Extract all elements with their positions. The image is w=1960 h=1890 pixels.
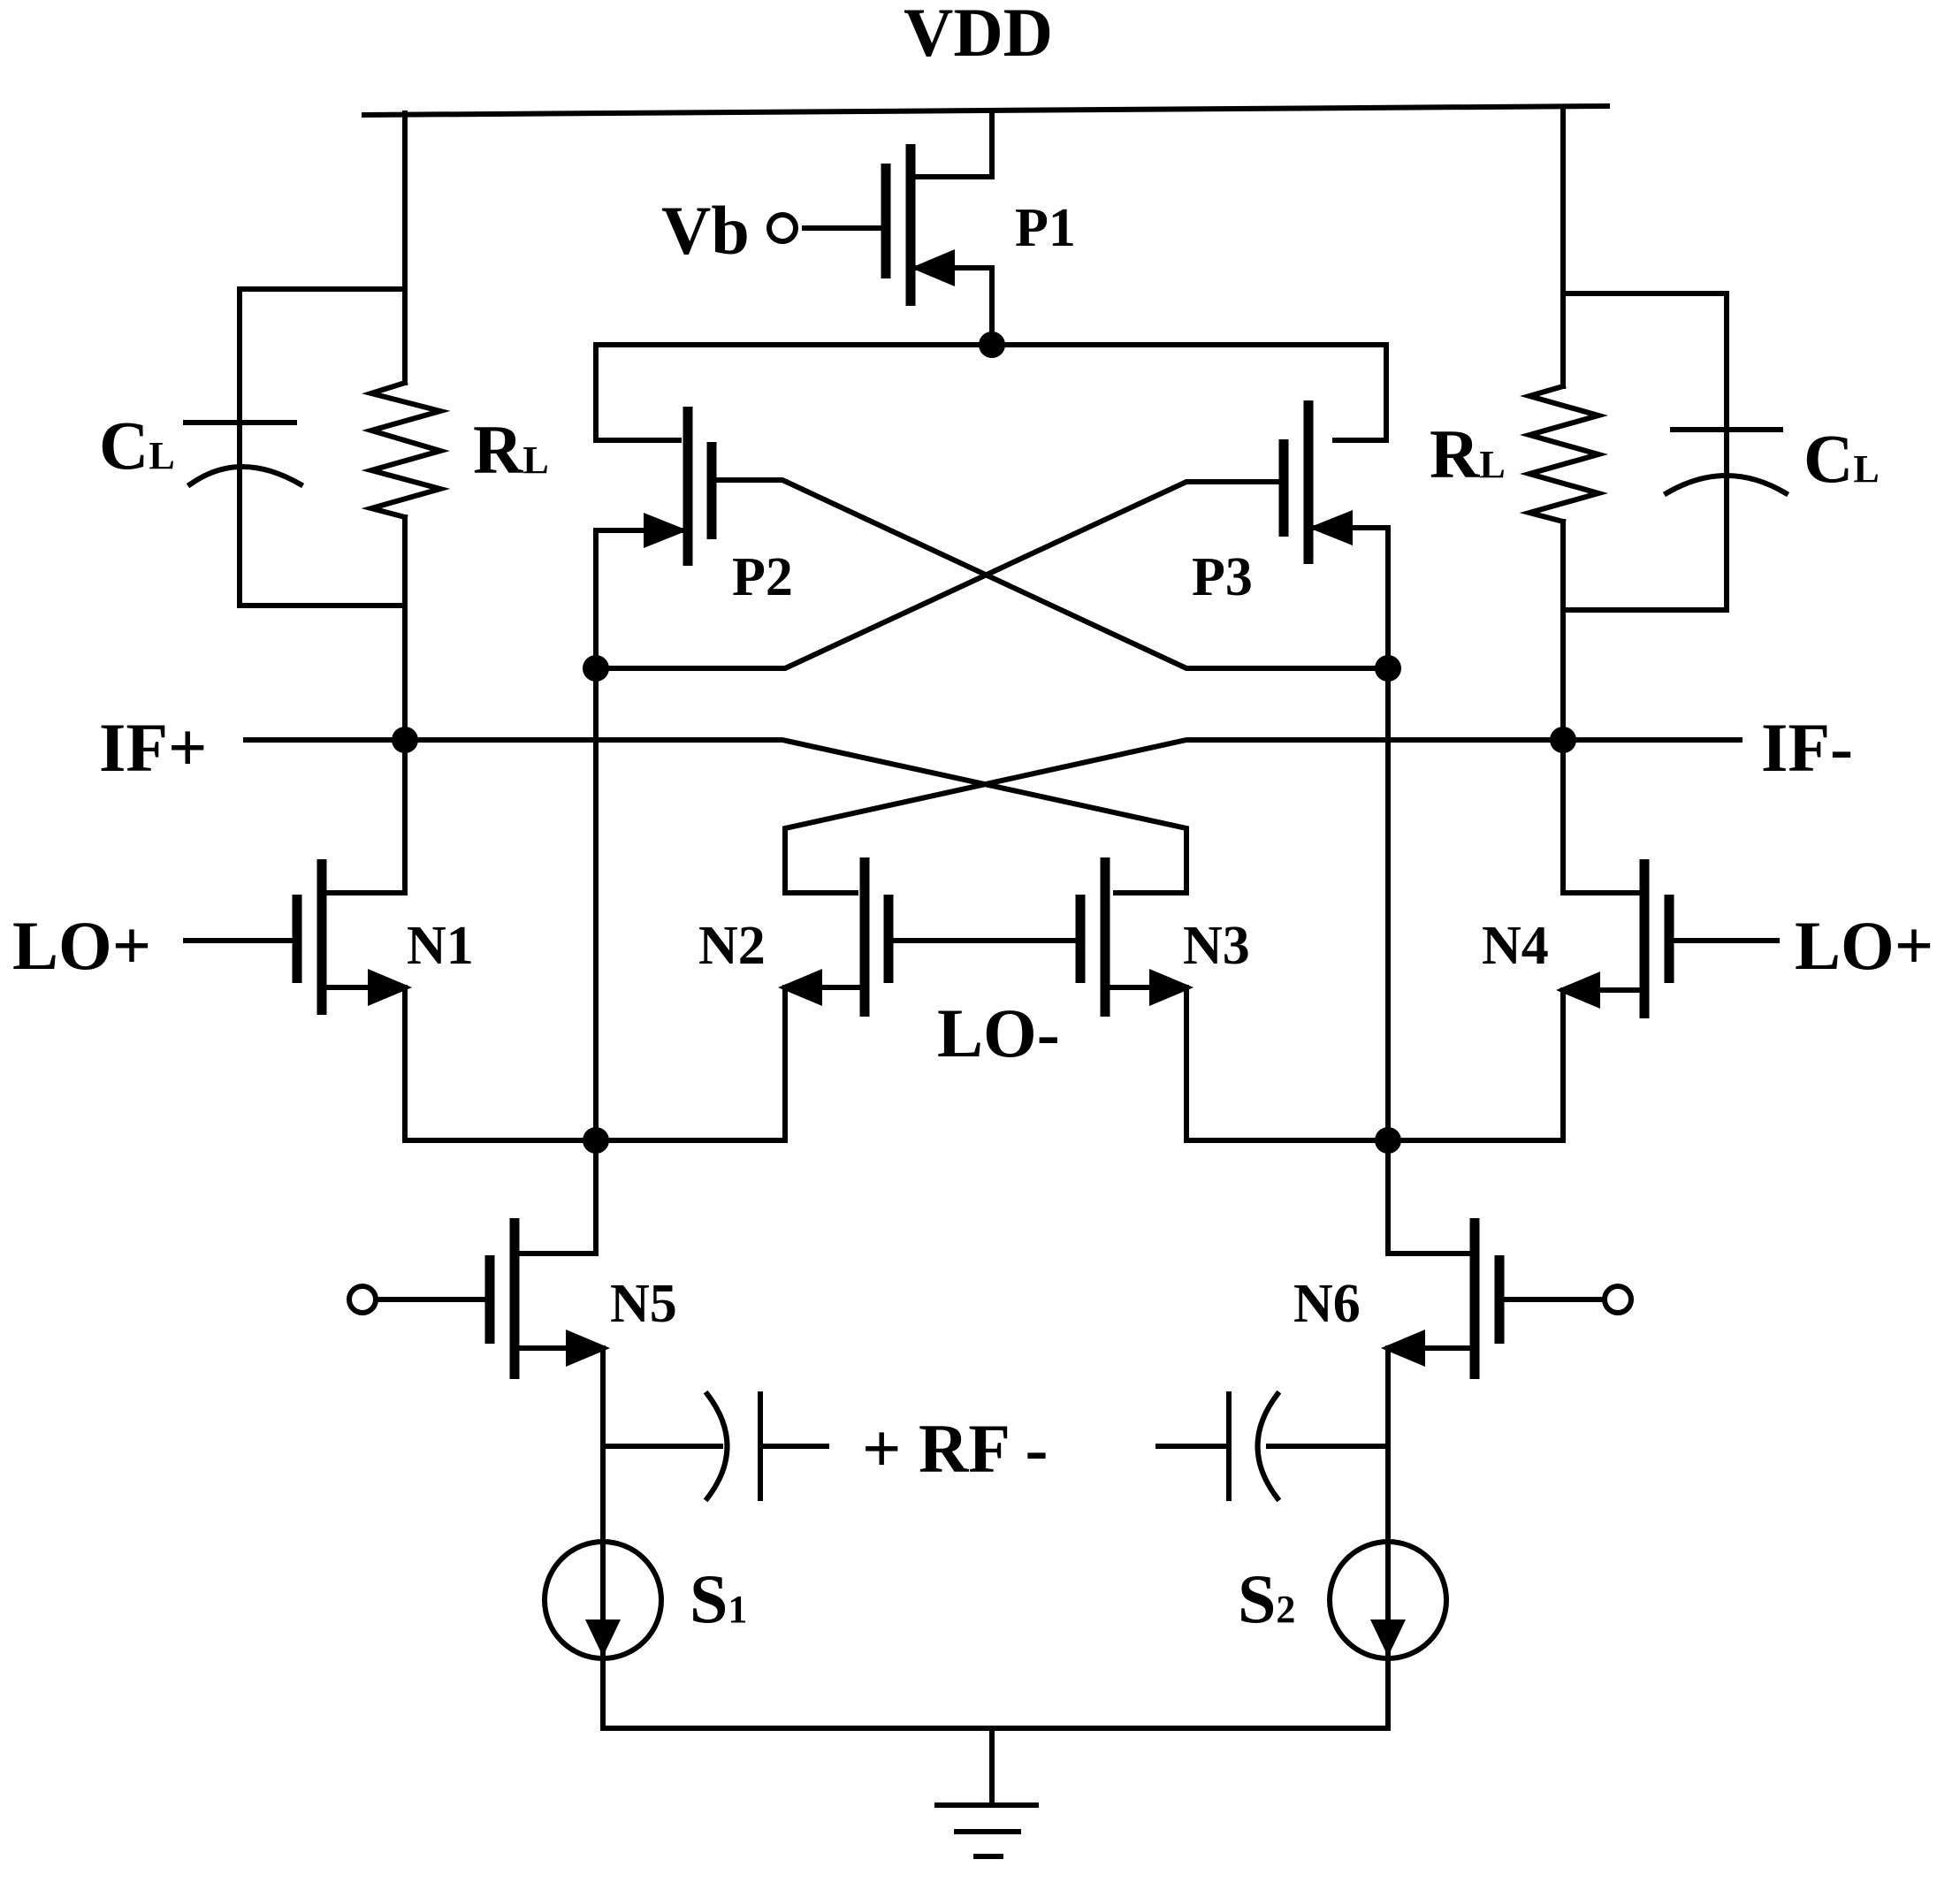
p2-label: P2 (732, 547, 793, 607)
vdd-label: VDD (904, 0, 1053, 71)
if-plus-wire (243, 737, 1189, 895)
transistor-n5 (347, 1138, 610, 1661)
rf-left-capacitor (600, 1390, 829, 1503)
current-source-s1 (542, 1539, 664, 1661)
transistor-n6 (1381, 1138, 1634, 1661)
transistor-n2 (778, 857, 1083, 1143)
n3-label: N3 (1183, 916, 1250, 976)
transistor-n3 (1075, 857, 1194, 1143)
right-load (1519, 105, 1790, 742)
ground-symbol (600, 1656, 1391, 1859)
s2-label: S2 (1238, 1560, 1295, 1637)
left-load (183, 111, 451, 609)
lo-plus-left-label: LO+ (12, 907, 151, 984)
transistor-p1 (766, 109, 995, 347)
left-cl-label: CL (99, 407, 175, 484)
rf-label: + RF - (862, 1410, 1049, 1487)
p-top-bus (593, 342, 1389, 443)
if-minus-wire (782, 737, 1743, 895)
if-plus-label: IF+ (99, 709, 207, 786)
lo-plus-right-label: LO+ (1795, 907, 1933, 984)
current-source-s2 (1327, 1539, 1449, 1661)
right-cl-label: CL (1804, 420, 1880, 497)
n6-label: N6 (1293, 1274, 1361, 1334)
if-plus-node (392, 727, 418, 753)
rf-right-capacitor (1155, 1390, 1391, 1503)
transistor-p3 (593, 400, 1391, 671)
n5-label: N5 (610, 1274, 677, 1334)
n6-gate-terminal (1602, 1284, 1634, 1315)
transistor-p2 (593, 407, 1391, 671)
vb-label: Vb (661, 192, 750, 269)
vb-terminal (766, 212, 798, 244)
p3-label: P3 (1192, 547, 1253, 607)
if-minus-label: IF- (1761, 709, 1853, 786)
p1-label: P1 (1015, 198, 1076, 258)
lo-minus-label: LO- (937, 995, 1060, 1071)
n4-label: N4 (1482, 916, 1549, 976)
n5-gate-terminal (347, 1284, 378, 1315)
vdd-rail (361, 103, 1611, 118)
n1-label: N1 (407, 916, 474, 976)
right-rl-label: RL (1430, 415, 1506, 492)
n2-label: N2 (698, 916, 766, 976)
left-rl-label: RL (473, 411, 549, 488)
p1-drain-node (979, 332, 1005, 358)
if-minus-node (1550, 727, 1576, 753)
transistor-n1 (183, 859, 412, 1143)
s1-label: S1 (690, 1560, 747, 1637)
transistor-n4 (1556, 859, 1780, 1143)
